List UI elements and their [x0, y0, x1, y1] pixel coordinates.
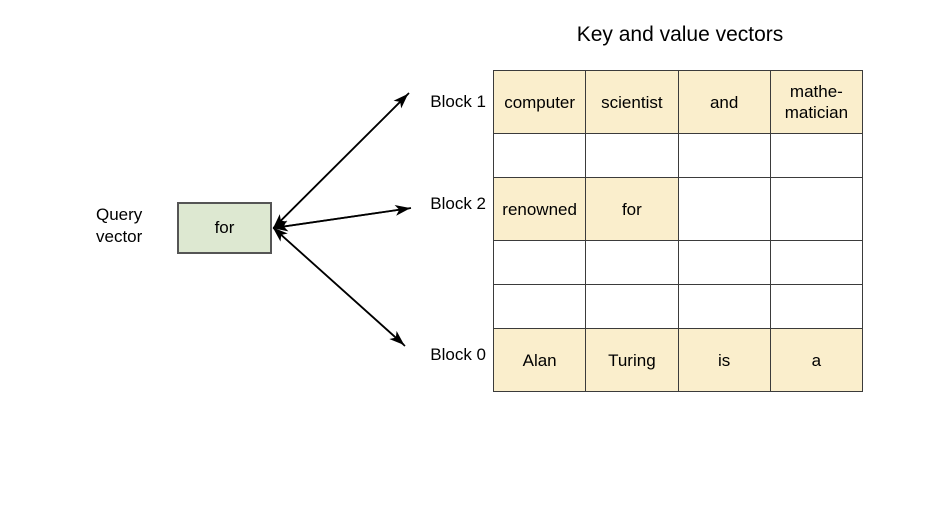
grid-row — [492, 284, 864, 329]
grid-cell — [677, 284, 771, 329]
grid-cell: a — [769, 328, 864, 392]
diagram-title: Key and value vectors — [576, 23, 784, 46]
grid-cell — [677, 177, 771, 241]
grid-cell — [585, 284, 679, 329]
grid-cell — [769, 284, 864, 329]
grid-cell: and — [677, 70, 771, 134]
grid-cell: computer — [492, 70, 587, 134]
grid-cell — [769, 133, 864, 178]
grid-cell — [585, 240, 679, 285]
grid-cell: scientist — [585, 70, 679, 134]
query-vector-label-line2: vector — [96, 227, 143, 246]
block-label-1: Block 1 — [430, 92, 486, 111]
grid-cell: for — [585, 177, 679, 241]
grid-cell — [492, 240, 587, 285]
grid-row — [492, 240, 864, 285]
grid-cell: mathe-matician — [769, 70, 864, 134]
query-vector-label: Query vector — [96, 204, 174, 248]
query-vector-value: for — [214, 218, 235, 237]
block-label-0: Block 0 — [430, 345, 486, 364]
grid-cell — [492, 284, 587, 329]
grid-row — [492, 133, 864, 178]
block-label-2: Block 2 — [430, 194, 486, 213]
grid-cell — [769, 177, 864, 241]
grid-cell: is — [677, 328, 771, 392]
grid-cell: renowned — [492, 177, 587, 241]
grid-cell-line: matician — [784, 103, 849, 122]
grid-cell — [677, 240, 771, 285]
grid-cell — [492, 133, 587, 178]
arrow-to-block-0 — [272, 227, 406, 347]
query-vector-label-line1: Query — [96, 205, 143, 224]
grid-cell: Alan — [492, 328, 587, 392]
grid-cell — [677, 133, 771, 178]
query-vector-box: for — [177, 202, 272, 254]
grid-cell-line: mathe- — [789, 82, 843, 101]
grid-cell — [769, 240, 864, 285]
grid-cell — [585, 133, 679, 178]
grid-cell: Turing — [585, 328, 679, 392]
